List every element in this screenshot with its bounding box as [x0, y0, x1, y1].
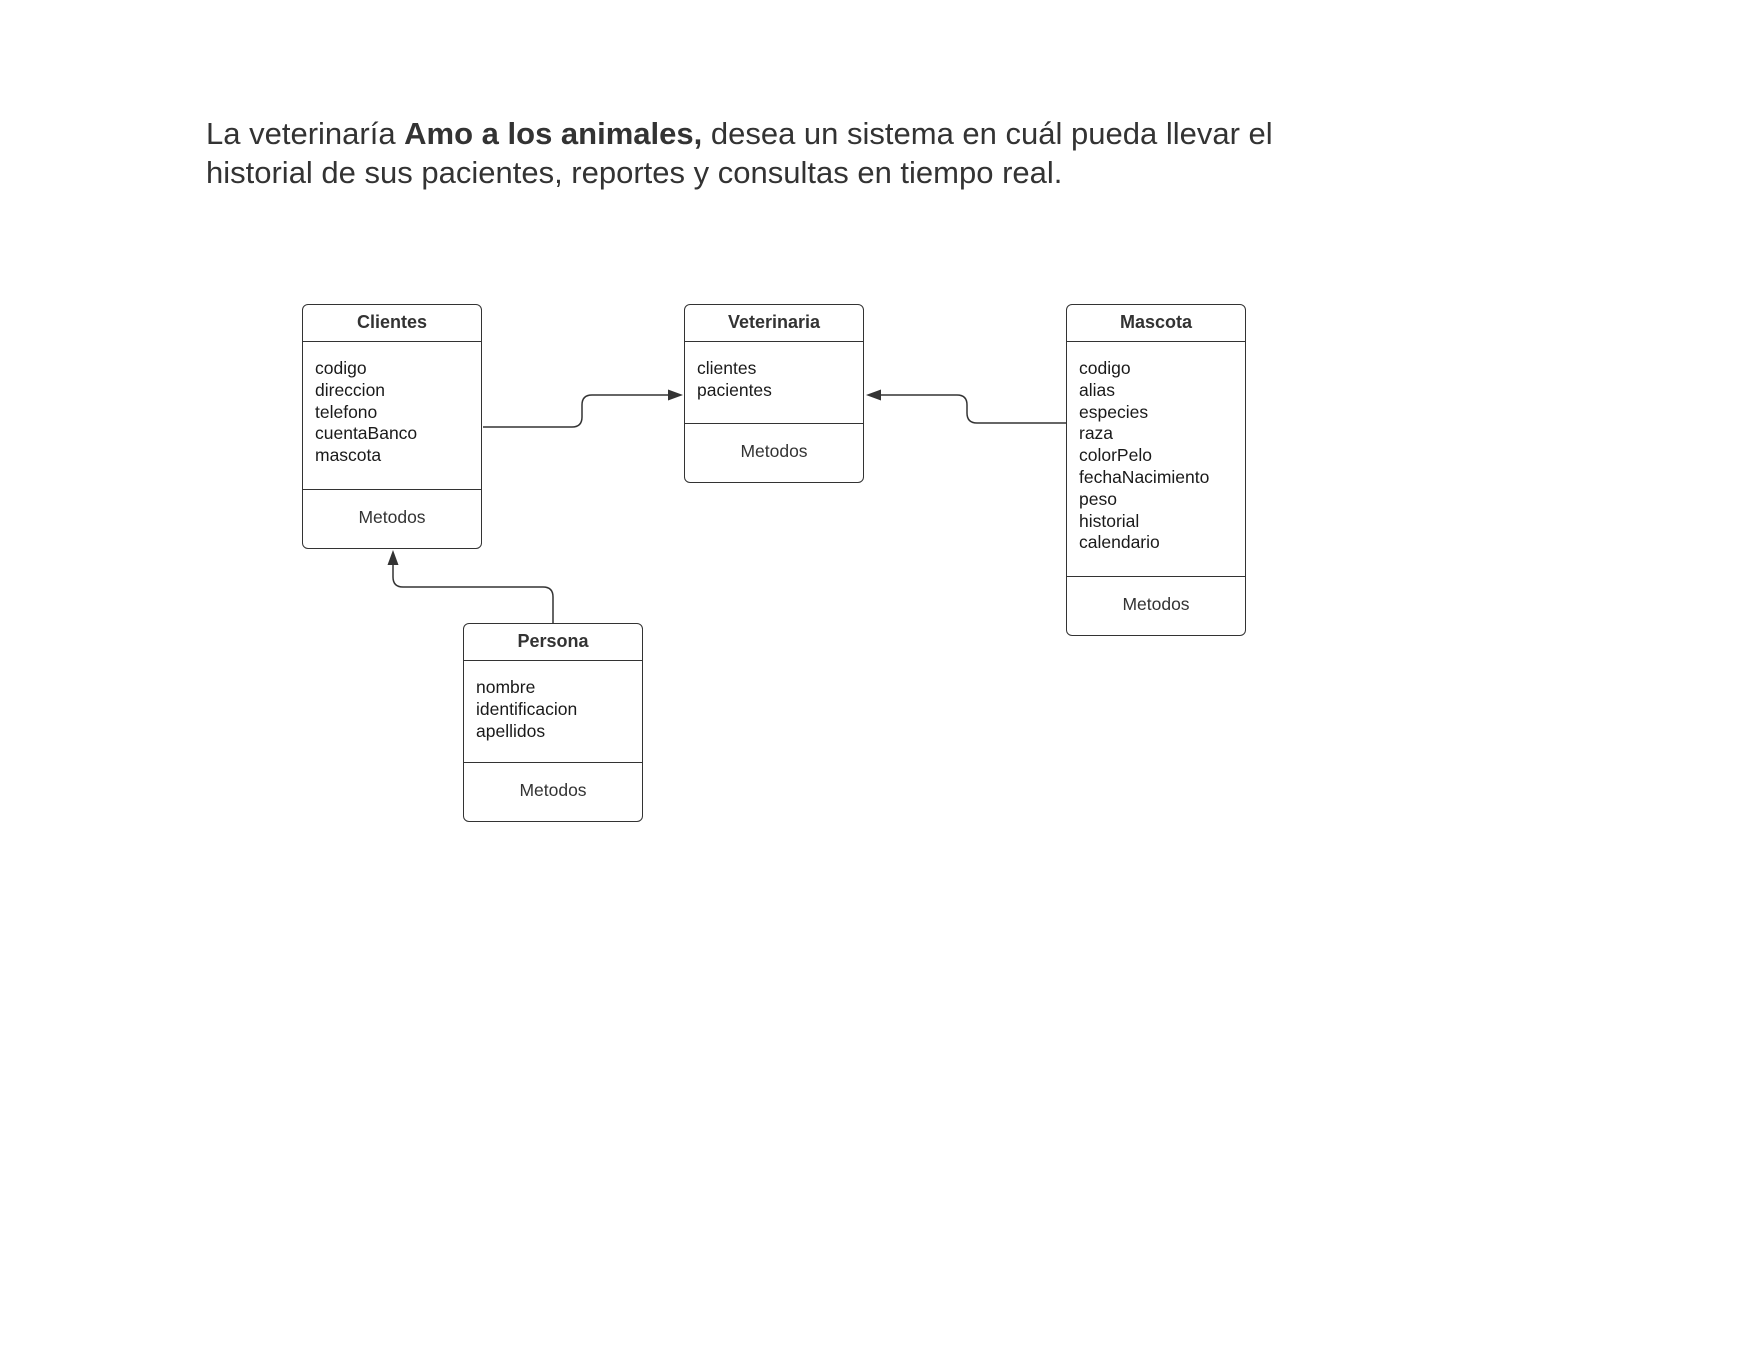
- attribute: colorPelo: [1079, 445, 1152, 466]
- attribute: nombre: [476, 677, 536, 697]
- relation-mascota-veterinaria: [881, 394, 1066, 424]
- arrowhead-veterinaria-right: [866, 389, 881, 401]
- attribute: pacientes: [697, 379, 772, 400]
- class-name: Persona: [464, 624, 642, 661]
- arrowhead-veterinaria-left: [668, 389, 683, 401]
- attribute: identificacion: [476, 698, 578, 719]
- attributes-section: codigo direccion telefono cuentaBanco ma…: [303, 342, 481, 490]
- attribute: raza: [1079, 423, 1114, 444]
- methods-section: Metodos: [358, 507, 426, 527]
- class-veterinaria: Veterinaria clientes pacientes Metodos: [684, 304, 864, 483]
- intro-prefix: La veterinaría: [206, 116, 405, 151]
- attribute: fechaNacimiento: [1079, 466, 1210, 487]
- attributes-section: codigo alias especies raza colorPelo fec…: [1067, 342, 1245, 577]
- class-clientes: Clientes codigo direccion telefono cuent…: [302, 304, 482, 549]
- attribute: codigo: [315, 358, 367, 378]
- intro-suffix: desea un sistema en cuál pueda llevar el…: [206, 116, 1273, 190]
- attribute: historial: [1079, 510, 1140, 531]
- class-name: Veterinaria: [685, 305, 863, 342]
- class-persona: Persona nombre identificacion apellidos …: [463, 623, 643, 822]
- attributes-section: nombre identificacion apellidos: [464, 661, 642, 763]
- intro-text: La veterinaría Amo a los animales, desea…: [206, 114, 1356, 192]
- intro-clinic-name: Amo a los animales,: [404, 116, 703, 151]
- methods-section: Metodos: [1122, 594, 1190, 614]
- class-name: Clientes: [303, 305, 481, 342]
- class-name: Mascota: [1067, 305, 1245, 342]
- relation-persona-clientes: [392, 565, 554, 624]
- attributes-section: clientes pacientes: [685, 342, 863, 424]
- relation-clientes-veterinaria: [483, 394, 668, 428]
- attribute: telefono: [315, 401, 378, 422]
- attribute: apellidos: [476, 720, 546, 741]
- methods-section: Metodos: [740, 441, 808, 461]
- arrowhead-clientes-bottom: [387, 550, 399, 565]
- class-mascota: Mascota codigo alias especies raza color…: [1066, 304, 1246, 636]
- attribute: especies: [1079, 401, 1149, 422]
- attribute: cuentaBanco: [315, 423, 418, 444]
- attribute: mascota: [315, 445, 382, 466]
- attribute: direccion: [315, 379, 386, 400]
- methods-section: Metodos: [519, 780, 587, 800]
- attribute: clientes: [697, 358, 757, 378]
- attribute: peso: [1079, 488, 1117, 509]
- attribute: codigo: [1079, 358, 1131, 378]
- attribute: calendario: [1079, 532, 1160, 553]
- attribute: alias: [1079, 379, 1115, 400]
